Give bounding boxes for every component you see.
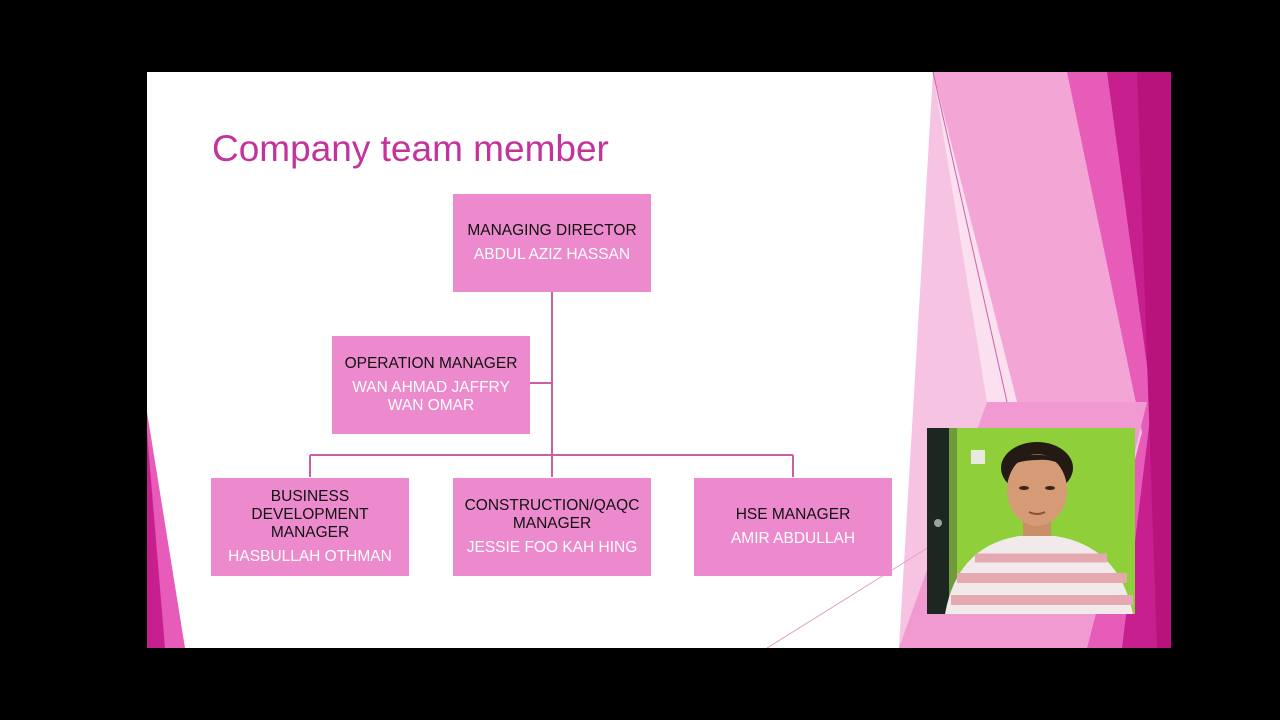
org-node-business-development-manager: BUSINESS DEVELOPMENT MANAGER HASBULLAH O…	[211, 478, 409, 576]
node-person: AMIR ABDULLAH	[730, 530, 856, 547]
org-node-hse-manager: HSE MANAGER AMIR ABDULLAH	[694, 478, 892, 576]
node-role: BUSINESS DEVELOPMENT MANAGER	[251, 488, 369, 541]
org-chart-connectors	[309, 292, 794, 477]
org-node-construction-qaqc-manager: CONSTRUCTION/QAQC MANAGER JESSIE FOO KAH…	[453, 478, 651, 576]
node-role: CONSTRUCTION/QAQC MANAGER	[464, 497, 640, 532]
presenter-video-image	[927, 428, 1135, 614]
org-node-managing-director: MANAGING DIRECTOR ABDUL AZIZ HASSAN	[453, 194, 651, 292]
slide-title: Company team member	[212, 128, 609, 169]
node-person: ABDUL AZIZ HASSAN	[473, 246, 631, 263]
org-node-operation-manager: OPERATION MANAGER WAN AHMAD JAFFRY WAN O…	[332, 336, 530, 434]
node-role: HSE MANAGER	[735, 506, 851, 523]
node-role: MANAGING DIRECTOR	[467, 222, 637, 239]
node-person: HASBULLAH OTHMAN	[228, 548, 392, 565]
node-role: OPERATION MANAGER	[344, 355, 518, 372]
webcam-overlay	[927, 428, 1135, 614]
node-person: WAN AHMAD JAFFRY WAN OMAR	[352, 379, 510, 414]
node-person: JESSIE FOO KAH HING	[466, 539, 638, 556]
